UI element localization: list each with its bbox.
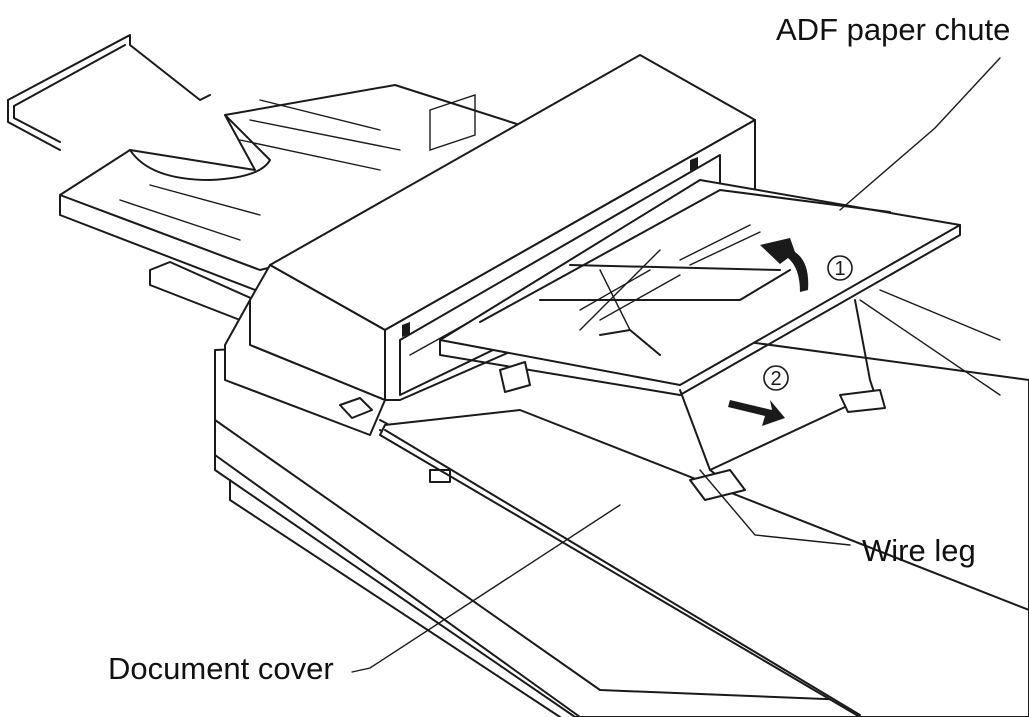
leader-wire-leg bbox=[699, 469, 851, 546]
adf-paper-chute-label: ADF paper chute bbox=[776, 12, 1011, 47]
step-2-arrow bbox=[728, 400, 785, 426]
document-cover bbox=[379, 409, 1029, 717]
svg-text:1: 1 bbox=[834, 258, 845, 280]
step-2-marker: 2 bbox=[763, 365, 789, 391]
wire-leg-label: Wire leg bbox=[862, 533, 976, 568]
leader-document-cover bbox=[351, 504, 621, 673]
wire-leg bbox=[679, 299, 886, 501]
leader-adf-paper-chute bbox=[839, 57, 1001, 211]
step-1-marker: 1 bbox=[827, 255, 853, 281]
step-1-arrow bbox=[760, 238, 809, 292]
adf-paper-chute bbox=[439, 179, 961, 396]
paper-stopper-wire bbox=[7, 34, 211, 151]
document-cover-label: Document cover bbox=[108, 651, 334, 686]
svg-text:2: 2 bbox=[770, 368, 781, 390]
